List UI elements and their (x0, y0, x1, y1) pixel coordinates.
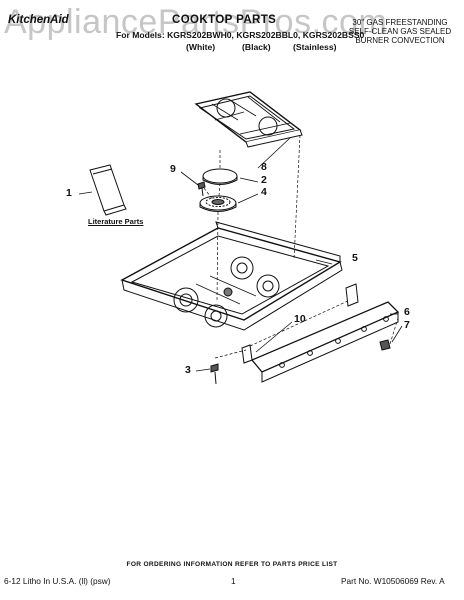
page-title: COOKTOP PARTS (172, 14, 277, 26)
panel-screw (210, 363, 219, 385)
brand-name: KitchenAid (8, 14, 69, 26)
part-number: Part No. W10506069 Rev. A (341, 576, 445, 586)
literature-parts-label: Literature Parts (88, 217, 144, 226)
callout-7: 7 (404, 319, 410, 331)
callout-2: 2 (261, 174, 267, 186)
page-number: 1 (231, 576, 236, 586)
burner-cap (202, 168, 238, 184)
litho-info: 6-12 Litho In U.S.A. (ll) (psw) (4, 576, 111, 586)
callout-4: 4 (261, 186, 267, 198)
manifold-panel (250, 301, 400, 383)
literature-booklet (89, 164, 127, 216)
watermark: AppliancePartsPros.com (4, 3, 388, 41)
product-description: 30" GAS FREESTANDING SELF-CLEAN GAS SEAL… (348, 18, 452, 46)
burner-screw (197, 181, 206, 197)
right-bracket (345, 283, 359, 307)
finish-stainless: (Stainless) (293, 42, 337, 52)
burner-base (199, 195, 237, 212)
clip (379, 339, 391, 351)
cooktop-panel (120, 221, 343, 331)
callout-8: 8 (261, 161, 267, 173)
callout-1: 1 (66, 187, 72, 199)
callout-9: 9 (170, 163, 176, 175)
ordering-note: FOR ORDERING INFORMATION REFER TO PARTS … (126, 561, 338, 568)
burner-grate (194, 91, 303, 148)
left-bracket (241, 344, 253, 364)
callout-3: 3 (185, 364, 191, 376)
finish-white: (White) (186, 42, 216, 52)
callout-5: 5 (352, 252, 358, 264)
callout-6: 6 (404, 306, 410, 318)
callout-10: 10 (294, 313, 306, 325)
finish-black: (Black) (242, 42, 271, 52)
model-list: For Models: KGRS202BWH0, KGRS202BBL0, KG… (116, 30, 365, 40)
